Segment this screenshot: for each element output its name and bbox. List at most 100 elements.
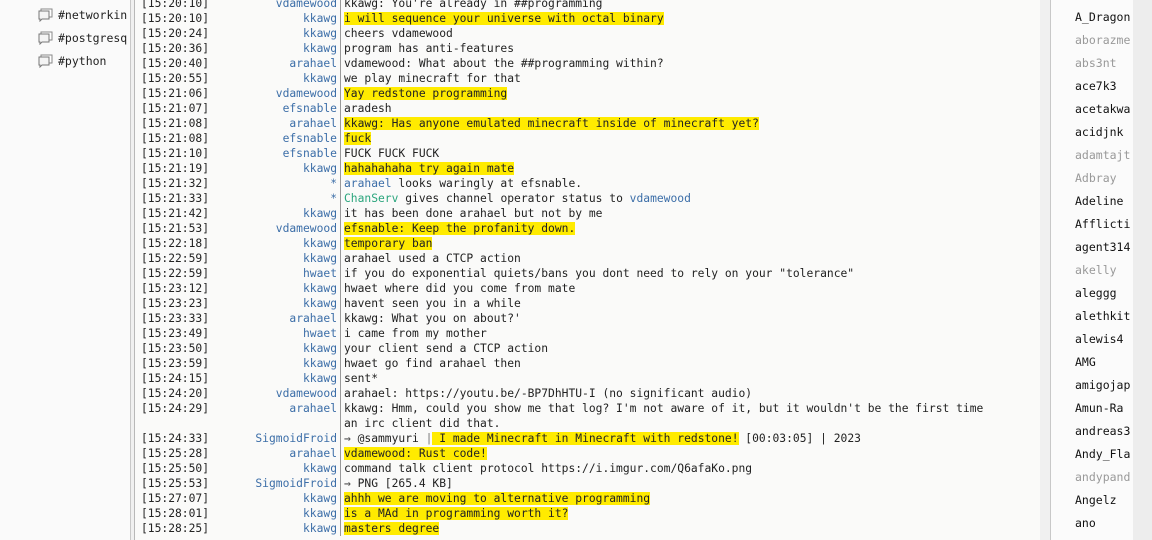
message-segment: it has been done arahael but not by me <box>344 207 603 220</box>
message-segment: | <box>425 432 433 445</box>
message-text: i will sequence your universe with octal… <box>341 11 999 26</box>
nick[interactable]: kkawg <box>245 491 341 506</box>
message-row: [15:21:32]*arahael looks waringly at efs… <box>135 176 1040 191</box>
nick[interactable]: vdamewood <box>245 86 341 101</box>
message-row: [15:21:33]*ChanServ gives channel operat… <box>135 191 1040 206</box>
timestamp: [15:20:24] <box>141 27 210 40</box>
nick[interactable]: kkawg <box>245 521 341 536</box>
nicklist-item[interactable]: aborazme <box>1075 33 1131 47</box>
nick[interactable]: kkawg <box>245 11 341 26</box>
nicklist-item[interactable]: andreas3 <box>1075 424 1131 438</box>
nick[interactable]: arahael <box>245 116 341 131</box>
nick[interactable]: vdamewood <box>245 221 341 236</box>
nick[interactable]: arahael <box>245 311 341 326</box>
nicklist-item[interactable]: alewis4 <box>1075 332 1124 346</box>
nick[interactable]: kkawg <box>245 161 341 176</box>
timestamp: [15:27:07] <box>141 492 210 505</box>
message-segment: vdamewood <box>629 192 691 205</box>
timestamp: [15:23:50] <box>141 342 210 355</box>
nicklist-item[interactable]: agent314 <box>1075 240 1131 254</box>
timestamp: [15:20:55] <box>141 72 210 85</box>
nick[interactable]: kkawg <box>245 41 341 56</box>
nick[interactable]: arahael <box>245 446 341 461</box>
nicklist-item[interactable]: Afflicti <box>1075 217 1131 231</box>
nick[interactable]: SigmoidFroid <box>245 476 341 491</box>
nicklist-item[interactable]: acidjnk <box>1075 125 1124 139</box>
message-segment: kkawg: What you on about?' <box>344 312 521 325</box>
nick[interactable]: efsnable <box>245 101 341 116</box>
message-text: ahhh we are moving to alternative progra… <box>341 491 999 506</box>
highlighted-text: i will sequence your universe with octal… <box>344 12 664 25</box>
timestamp: [15:21:10] <box>141 147 210 160</box>
nick[interactable]: * <box>245 176 341 191</box>
nick[interactable]: vdamewood <box>245 386 341 401</box>
nick[interactable]: vdamewood <box>245 0 341 11</box>
nick[interactable]: kkawg <box>245 71 341 86</box>
nick[interactable]: efsnable <box>245 146 341 161</box>
nicklist-item[interactable]: amigojap <box>1075 378 1131 392</box>
nick[interactable]: efsnable <box>245 131 341 146</box>
nick[interactable]: arahael <box>245 401 341 431</box>
nick[interactable]: kkawg <box>245 251 341 266</box>
nick[interactable]: arahael <box>245 56 341 71</box>
nicklist-item[interactable]: A_Dragon <box>1075 10 1131 24</box>
message-segment: program has anti-features <box>344 42 515 55</box>
message-text: if you do exponential quiets/bans you do… <box>341 266 999 281</box>
nicklist-item[interactable]: Adeline <box>1075 194 1124 208</box>
nick[interactable]: kkawg <box>245 206 341 221</box>
nicklist-item[interactable]: aleggg <box>1075 286 1117 300</box>
nick[interactable]: hwaet <box>245 266 341 281</box>
nick[interactable]: kkawg <box>245 461 341 476</box>
message-text: temporary ban <box>341 236 999 251</box>
nicklist-item[interactable]: ace7k3 <box>1075 79 1117 93</box>
nicklist-item[interactable]: andypand <box>1075 470 1131 484</box>
nicklist-item[interactable]: Amun-Ra <box>1075 401 1124 415</box>
channel-item[interactable]: #networkin <box>38 5 127 25</box>
nick[interactable]: kkawg <box>245 281 341 296</box>
message-segment: [00:03:05] | 2023 <box>738 432 861 445</box>
message-segment: havent seen you in a while <box>344 297 521 310</box>
channel-item[interactable]: #postgresq <box>38 28 127 48</box>
channel-name: #networkin <box>58 8 128 22</box>
nicklist-item[interactable]: adamtajt <box>1075 148 1131 162</box>
nicklist-item[interactable]: ano <box>1075 516 1096 530</box>
highlighted-text: masters degree <box>344 522 440 535</box>
scrollbar[interactable] <box>1133 0 1152 540</box>
nick[interactable]: * <box>245 191 341 206</box>
nicklist-item[interactable]: AMG <box>1075 355 1096 369</box>
nicklist-item[interactable]: Angelz <box>1075 493 1117 507</box>
nick[interactable]: kkawg <box>245 356 341 371</box>
nick[interactable]: kkawg <box>245 26 341 41</box>
nick[interactable]: hwaet <box>245 326 341 341</box>
nicklist-item[interactable]: alethkit <box>1075 309 1131 323</box>
nick[interactable]: kkawg <box>245 296 341 311</box>
message-text: sent* <box>341 371 999 386</box>
nick[interactable]: kkawg <box>245 341 341 356</box>
nicklist-item[interactable]: Adbray <box>1075 171 1117 185</box>
message-text: hwaet where did you come from mate <box>341 281 999 296</box>
message-segment: looks waringly at efsnable. <box>391 177 583 190</box>
nick[interactable]: kkawg <box>245 506 341 521</box>
nick[interactable]: kkawg <box>245 236 341 251</box>
nick[interactable]: SigmoidFroid <box>245 431 341 446</box>
nicklist-item[interactable]: abs3nt <box>1075 56 1117 70</box>
message-segment: ⇒ @sammyuri <box>344 432 426 445</box>
nicklist-item[interactable]: akelly <box>1075 263 1117 277</box>
message-segment: hwaet where did you come from mate <box>344 282 576 295</box>
message-segment: arahael used a CTCP action <box>344 252 521 265</box>
nick[interactable]: kkawg <box>245 371 341 386</box>
nicklist-item[interactable]: acetakwa <box>1075 102 1131 116</box>
nicklist-item[interactable]: Andy_Fla <box>1075 447 1131 461</box>
channel-item[interactable]: #python <box>38 51 106 71</box>
